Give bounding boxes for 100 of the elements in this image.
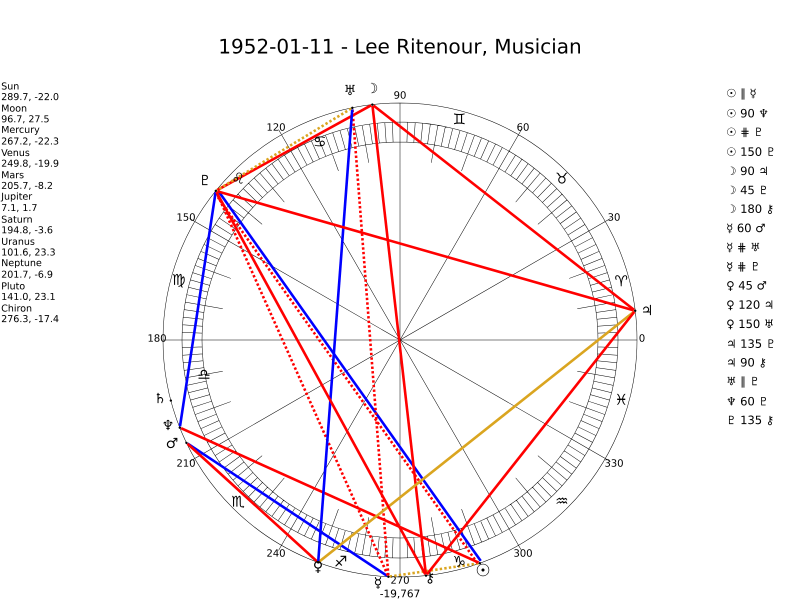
zodiac-glyph: ♍ (172, 274, 185, 288)
planet-data-text: Jupiter (0, 192, 32, 202)
planet-point (316, 561, 320, 564)
planet-glyph: ☉ (476, 564, 490, 576)
zodiac-glyph: ♒ (556, 498, 568, 504)
planet-data-text: Chiron (2, 304, 32, 312)
degree-label: 150 (178, 213, 195, 221)
planet-data-text: Mercury (2, 126, 40, 135)
degree-label: 120 (268, 123, 285, 131)
degree-label: 240 (267, 549, 285, 557)
aspect-line (372, 104, 635, 311)
degree-label: 30 (608, 213, 620, 221)
degree-label: 300 (514, 549, 532, 557)
aspect-line (215, 191, 426, 575)
planet-point (634, 310, 636, 312)
aspect-text: ☽ 90 ♃ (730, 166, 767, 176)
planet-data-text: Saturn (2, 216, 32, 223)
aspect-line (426, 311, 636, 576)
planet-data-text: 276.3, -17.4 (2, 315, 58, 324)
aspect-text: ☽ 45 ♇ (730, 186, 766, 194)
planet-glyph: ♃ (643, 304, 651, 316)
zodiac-glyph: ♉ (556, 172, 568, 184)
aspect-line (186, 442, 388, 578)
planet-glyph: ♅ (345, 84, 355, 96)
degree-label: 180 (148, 334, 166, 342)
planet-glyph: ♀ (314, 561, 322, 573)
zodiac-glyph: ♓ (616, 394, 626, 405)
degree-label: 0 (639, 334, 645, 342)
planet-data-text: Mars (2, 171, 24, 178)
aspect-text: ☿ ⋕ ♇ (727, 262, 758, 272)
zodiac-glyph: ♈ (615, 275, 628, 286)
aspect-line (316, 109, 354, 562)
aspect-text: ☿ ⋕ ♅ (727, 242, 760, 252)
aspect-text: ♀ 150 ♅ (727, 319, 773, 330)
planet-glyph: ⚷ (428, 572, 434, 584)
aspect-text: ♆ 60 ♇ (728, 396, 766, 406)
zodiac-glyph: ♏ (232, 496, 244, 508)
aspect-text: ☉ 90 ♆ (727, 108, 768, 118)
aspect-line (216, 107, 352, 192)
planet-data-text: 201.7, -6.9 (2, 270, 52, 279)
zodiac-glyph: ♐ (335, 556, 346, 567)
planet-glyph: ♆ (164, 420, 172, 430)
planet-point (170, 399, 172, 402)
aspect-text: ♀ 120 ♃ (727, 300, 772, 310)
planet-data-text: 194.8, -3.6 (2, 226, 52, 234)
planet-glyph: ☽ (370, 82, 378, 94)
aspect-text: ☉ ⋕ ♇ (727, 128, 761, 138)
planet-glyph: ♂ (166, 438, 178, 448)
planet-point (185, 442, 188, 444)
planet-data-text: 267.2, -22.3 (2, 137, 58, 146)
aspect-text: ☽ 180 ⚷ (730, 204, 773, 214)
aspect-line (351, 109, 390, 576)
aspect-line (216, 104, 372, 192)
aspect-text: ♀ 45 ♂ (727, 281, 766, 291)
chart-title: 1952-01-11 - Lee Ritenour, Musician (220, 38, 580, 56)
aspect-line (390, 562, 479, 578)
aspect-line (178, 192, 217, 426)
aspect-line (371, 106, 428, 574)
planet-data-text: 141.0, 23.1 (2, 292, 55, 301)
degree-label: 330 (605, 459, 623, 467)
aspect-text: ♃ 135 ♇ (728, 339, 774, 348)
planet-glyph: ♇ (202, 174, 208, 186)
aspect-line (180, 427, 480, 564)
aspect-text: ♅ ∥ ♇ (728, 376, 758, 388)
planet-data-text: 249.8, -19.9 (2, 160, 58, 168)
aspect-text: ♇ 135 ⚷ (728, 416, 773, 426)
aspect-line (318, 310, 635, 563)
planet-point (478, 562, 482, 564)
planet-point (424, 574, 428, 577)
zodiac-glyph: ♑ (454, 556, 465, 567)
degree-label: 270 (391, 576, 409, 584)
aspect-text: ☉ ∥ ☿ (727, 88, 756, 100)
planet-data-text: 96.7, 27.5 (2, 115, 49, 124)
planet-point (214, 190, 218, 192)
planet-data-text: Pluto (2, 282, 25, 290)
planet-data-text: Venus (1, 149, 30, 156)
aspect-line (186, 442, 318, 562)
planet-glyph: ♄ (156, 392, 164, 404)
planet-data-text: 289.7, -22.0 (2, 93, 58, 102)
zodiac-glyph: ♊ (454, 113, 465, 124)
degree-label: 90 (394, 91, 406, 99)
planet-data-text: 205.7, -8.2 (2, 182, 52, 190)
planet-point (387, 576, 390, 578)
aspect-text: ☉ 150 ♇ (727, 147, 774, 156)
zodiac-glyph: ♌ (233, 172, 243, 184)
planet-data-text: 101.6, 23.3 (2, 248, 55, 257)
planet-data-text: 7.1, 1.7 (2, 204, 37, 212)
planet-point (371, 103, 374, 106)
planet-data-text: Moon (2, 104, 26, 112)
planet-point (178, 426, 181, 429)
degree-label: 60 (517, 123, 529, 131)
aspect-text: ☿ 60 ♂ (727, 224, 765, 234)
coordinate-label: -19,767 (380, 590, 420, 599)
planet-data-text: Sun (2, 82, 18, 90)
planet-data-text: Neptune (2, 259, 42, 268)
planet-glyph: ☿ (374, 577, 382, 589)
degree-label: 210 (177, 459, 195, 467)
aspect-line (216, 190, 634, 312)
planet-point (351, 106, 354, 110)
aspect-text: ♃ 90 ⚷ (728, 358, 766, 368)
